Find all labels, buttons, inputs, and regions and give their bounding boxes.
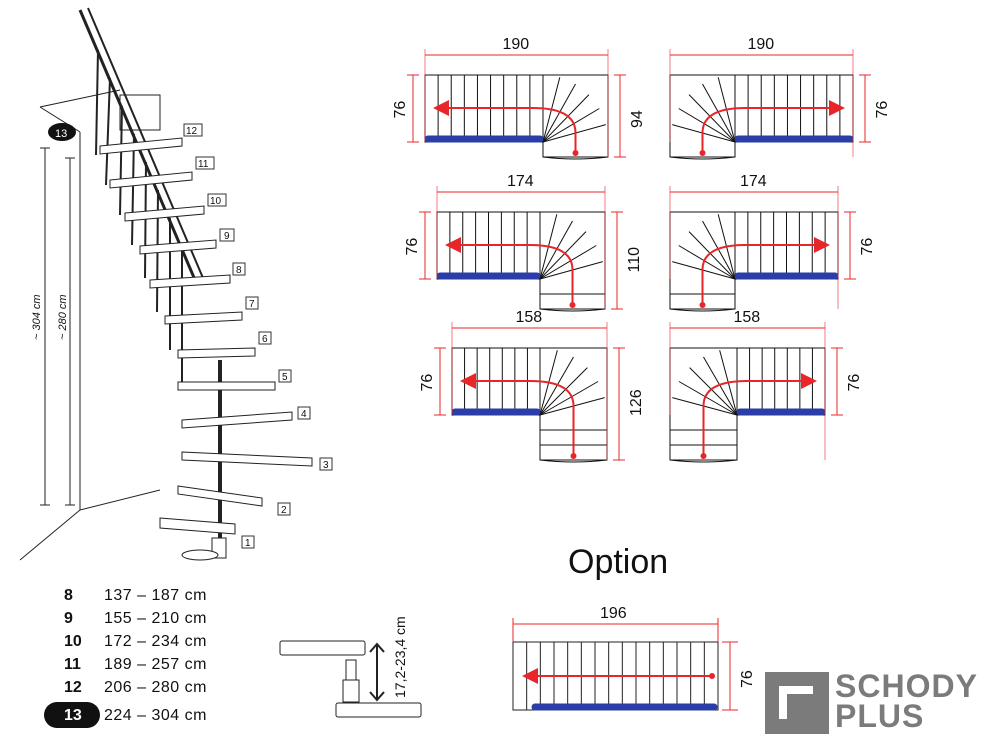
- step-label-5: 5: [282, 372, 288, 383]
- spec-row: 8 137 – 187 cm: [48, 584, 248, 607]
- svg-text:13: 13: [55, 128, 67, 140]
- step-label-7: 7: [249, 299, 255, 310]
- spec-row: 10 172 – 234 cm: [48, 630, 248, 653]
- option-depth-label: 76: [739, 670, 756, 688]
- tread-5: [177, 381, 276, 391]
- tread-9: [139, 239, 217, 255]
- height-dimensions: [40, 147, 75, 506]
- plan-depth-label: 76: [404, 238, 421, 256]
- option-width-label: 196: [600, 605, 627, 622]
- stair-plan-4: [669, 211, 839, 312]
- spec-table: 8 137 – 187 cm 9 155 – 210 cm 10 172 – 234 …: [48, 584, 248, 727]
- tread-6: [177, 347, 256, 359]
- plan-side-label: 110: [626, 247, 643, 273]
- plan-width-label: 174: [740, 173, 767, 190]
- spec-steps: 13: [64, 706, 82, 724]
- height-inner-label: ~ 280 cm: [57, 294, 69, 340]
- logo-line-2: PLUS: [835, 698, 925, 734]
- spec-row: 11 189 – 257 cm: [48, 653, 248, 676]
- tread-3: [181, 451, 313, 467]
- height-outer-label: ~ 304 cm: [31, 294, 43, 340]
- plan-depth-label: 76: [846, 374, 863, 392]
- tread-2: [177, 485, 263, 507]
- step-label-4: 4: [301, 409, 307, 420]
- stair-illustration: [19, 7, 227, 561]
- plan-depth-label: 76: [874, 101, 891, 119]
- plan-width-label: 158: [734, 309, 761, 326]
- spec-steps: 10: [64, 632, 82, 650]
- spec-range: 155 – 210 cm: [104, 609, 207, 627]
- tread-10: [124, 205, 205, 222]
- top-badge: 13: [48, 123, 76, 141]
- tread-4: [181, 411, 293, 429]
- spec-steps: 8: [64, 586, 73, 604]
- riser-label: 17,2-23,4 cm: [392, 616, 408, 698]
- step-label-1: 1: [245, 538, 251, 549]
- spec-range: 172 – 234 cm: [104, 632, 207, 650]
- spec-range: 224 – 304 cm: [104, 706, 207, 724]
- spec-steps: 12: [64, 678, 82, 696]
- spec-steps: 9: [64, 609, 73, 627]
- step-label-11: 11: [198, 159, 209, 170]
- spec-row: 12 206 – 280 cm: [48, 676, 248, 699]
- plan-width-label: 190: [748, 36, 775, 53]
- tread-11: [109, 171, 193, 189]
- step-label-8: 8: [236, 265, 242, 276]
- plan-depth-label: 76: [392, 101, 409, 119]
- plan-depth-label: 76: [419, 374, 436, 392]
- option-plan: 196 76: [512, 605, 756, 711]
- logo-line-1: SCHODY: [835, 668, 978, 704]
- stair-treads: [99, 137, 313, 535]
- option-title: Option: [568, 543, 669, 581]
- spec-row-highlighted: 13 224 – 304 cm: [48, 704, 248, 727]
- stair-plan-3: [436, 211, 606, 312]
- riser-detail: [279, 640, 422, 718]
- spec-range: 137 – 187 cm: [104, 586, 207, 604]
- plan-width-label: 158: [516, 309, 543, 326]
- tread-1: [159, 517, 236, 535]
- step-label-3: 3: [323, 460, 329, 471]
- spec-range: 189 – 257 cm: [104, 655, 207, 673]
- spec-row: 9 155 – 210 cm: [48, 607, 248, 630]
- plan-width-label: 174: [507, 173, 534, 190]
- tread-12: [99, 137, 183, 155]
- stair-plan-6: [669, 347, 826, 463]
- stair-plan-1: [424, 74, 609, 160]
- highlight-pill: [44, 702, 100, 728]
- logo-mark: [765, 672, 829, 734]
- step-label-9: 9: [224, 231, 230, 242]
- schody-plus-logo: SCHODY PLUS: [765, 668, 990, 740]
- step-label-10: 10: [210, 196, 222, 207]
- plan-width-label: 190: [503, 36, 530, 53]
- step-label-12: 12: [186, 126, 198, 137]
- plan-side-label: 94: [629, 110, 646, 128]
- stair-plan-2: [669, 74, 854, 160]
- step-labels: 1 2 3 4 5 6 7 8 9 10 11 12: [183, 123, 333, 549]
- plan-depth-label: 76: [859, 238, 876, 256]
- floor-plans: 190 76 94 190 76 174 76 110 174 76 158 76 126 158 76: [392, 36, 891, 463]
- step-label-2: 2: [281, 505, 287, 516]
- stair-plan-5: [451, 347, 608, 463]
- spec-steps: 11: [64, 655, 81, 673]
- step-label-6: 6: [262, 334, 268, 345]
- tread-8: [149, 274, 231, 289]
- spec-range: 206 – 280 cm: [104, 678, 207, 696]
- plan-side-label: 126: [628, 389, 645, 416]
- tread-7: [164, 311, 243, 325]
